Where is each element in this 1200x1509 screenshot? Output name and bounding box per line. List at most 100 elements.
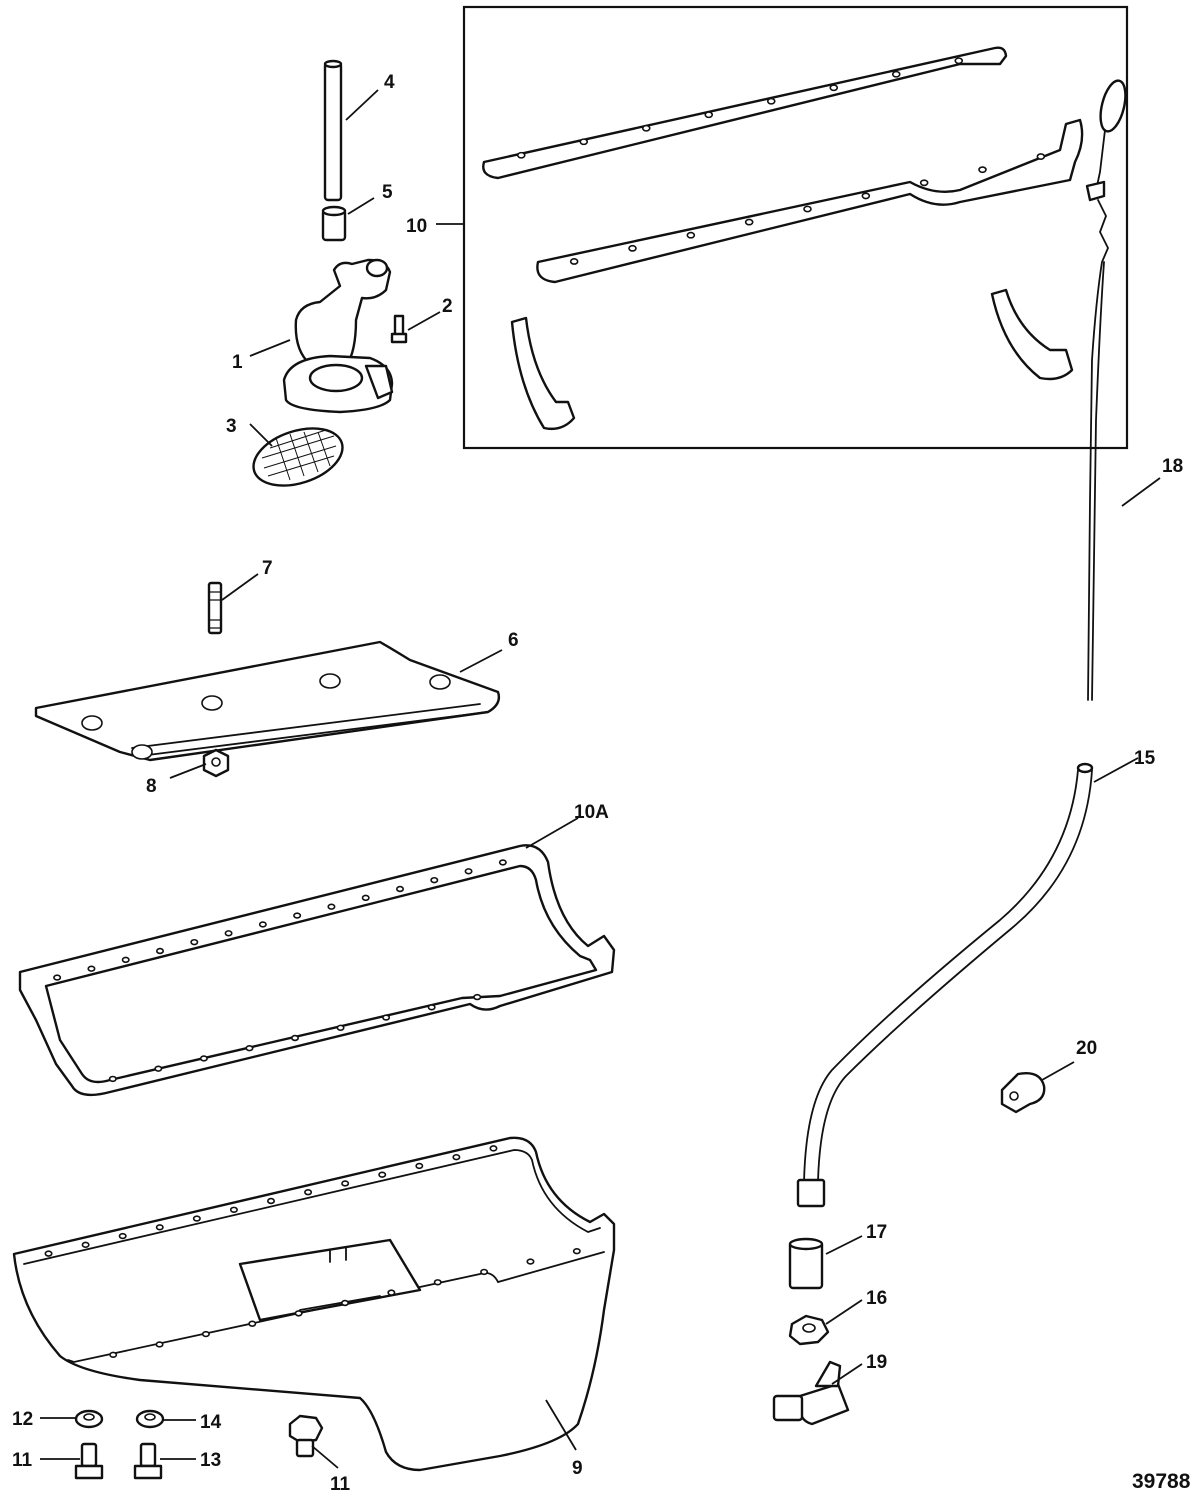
bolt-hole [498, 859, 507, 866]
hex-nut [202, 748, 230, 778]
bolt-hole [415, 1162, 424, 1170]
bolt-hole [121, 956, 130, 964]
oil-pan [12, 1136, 616, 1472]
bolt-hole [978, 166, 987, 174]
callout-2: 2 [442, 296, 453, 317]
callout-15: 14 [200, 1412, 222, 1433]
pickup-shaft [323, 59, 343, 202]
bolt-hole [87, 965, 96, 972]
bolt-hole [245, 1045, 254, 1052]
bolt-hole [489, 1145, 498, 1152]
bolt-hole [155, 1224, 164, 1231]
bolt-hole [118, 1232, 127, 1240]
callout-7: 7 [262, 558, 273, 579]
bolt-hole [155, 1341, 164, 1348]
dipstick [1085, 79, 1127, 701]
bolt-hole [744, 218, 754, 226]
front-seal [510, 316, 576, 431]
bolt-hole [192, 1215, 201, 1222]
callout-21: 20 [1076, 1038, 1097, 1059]
bolt-hole [572, 1247, 581, 1255]
rear-seal [990, 288, 1074, 381]
bolt-hole [382, 1014, 391, 1021]
baffle-hole [429, 674, 451, 690]
bolt-hole [199, 1055, 208, 1062]
bolt-hole [516, 151, 526, 159]
oil-pan-gasket-one-piece [18, 844, 616, 1097]
bolt-hole [341, 1180, 350, 1187]
bolt-hole [109, 1351, 118, 1359]
pickup-screen [252, 427, 344, 487]
bolt-hole [433, 1279, 442, 1286]
bolt-hole [190, 938, 199, 946]
bolt-hole [430, 876, 439, 884]
bolt-hole [258, 921, 267, 928]
bolt-hole [293, 912, 302, 919]
bolt-hole [686, 231, 696, 239]
oil-pan-rail-gasket-lower [536, 118, 1084, 284]
bolt-hole [387, 1289, 396, 1296]
bolt [74, 1442, 104, 1480]
bolt-hole [294, 1310, 303, 1317]
callout-8: 8 [146, 776, 157, 797]
leader-lines [40, 89, 1161, 1469]
tube-nut [788, 1314, 830, 1346]
callout-9: 9 [572, 1458, 583, 1479]
tube-clip [1000, 1072, 1046, 1114]
bolt-hole [452, 1153, 461, 1161]
callout-3: 3 [226, 416, 237, 437]
bolt-hole [53, 974, 62, 981]
bolt-hole [224, 930, 233, 937]
washer [135, 1409, 165, 1429]
bolt-hole [803, 205, 812, 213]
bolt-hole [327, 903, 336, 910]
bolt-hole [201, 1330, 210, 1338]
callout-20: 19 [866, 1352, 887, 1373]
gasket-kit-frame [462, 5, 1129, 450]
bolt-hole [427, 1004, 436, 1011]
bolt-hole [641, 124, 651, 132]
bolt-hole [154, 1065, 163, 1072]
baffle-hole [131, 744, 153, 760]
bolt-hole [1036, 153, 1046, 160]
bolt-hole [526, 1258, 535, 1265]
dipstick-tube [796, 762, 1094, 1208]
bolt [133, 1442, 163, 1480]
bolt-hole [248, 1320, 257, 1327]
baffle-hole [319, 673, 341, 689]
bolt-hole [44, 1250, 53, 1257]
oil-pan-rail-gasket-upper [482, 46, 1008, 180]
callout-5: 5 [382, 182, 393, 203]
elbow-fitting [772, 1360, 850, 1426]
figure-number: 39788 [1132, 1470, 1191, 1493]
callout-1: 1 [232, 352, 243, 373]
callout-14: 13 [200, 1450, 221, 1471]
bolt-hole [81, 1241, 90, 1249]
bolt-hole [861, 192, 871, 200]
bolt-hole [395, 885, 404, 893]
bolt-hole [628, 244, 637, 252]
callout-17: 16 [866, 1288, 887, 1309]
callout-18: 17 [866, 1222, 887, 1243]
bolt-hole [304, 1189, 313, 1196]
bolt-hole [266, 1197, 275, 1205]
bolt-hole [766, 97, 776, 105]
bolt-hole [480, 1268, 489, 1276]
bolt-hole [464, 868, 473, 875]
bolt-hole [829, 84, 839, 92]
callout-11: 11 [330, 1474, 351, 1495]
callout-4: 4 [384, 72, 395, 93]
bolt-hole [579, 138, 589, 146]
pump-bolt [390, 314, 408, 344]
bolt-hole [108, 1075, 117, 1083]
callout-19: 18 [1162, 456, 1183, 477]
baffle-hole [81, 715, 103, 731]
callout-13: 12 [12, 1409, 33, 1430]
bolt-hole [954, 57, 964, 65]
washer [74, 1409, 104, 1429]
oil-pump-body [282, 258, 394, 414]
bolt-hole [378, 1171, 387, 1178]
bolt-hole [569, 258, 579, 265]
callout-12: 11 [12, 1450, 33, 1471]
